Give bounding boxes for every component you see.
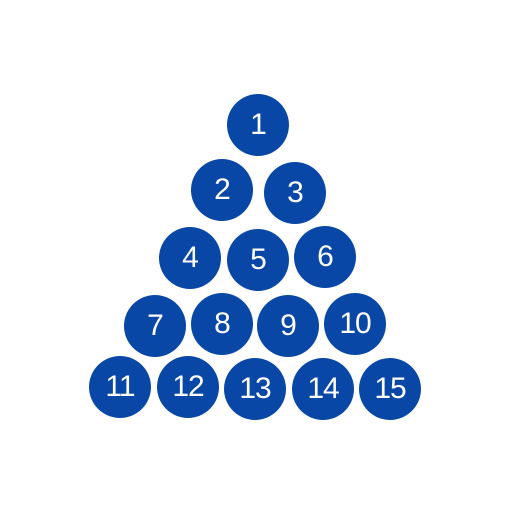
ball-6: 6 <box>294 226 356 288</box>
ball-number: 13 <box>239 372 271 405</box>
ball-number: 8 <box>214 307 231 340</box>
ball-15: 15 <box>359 358 421 420</box>
ball-number: 12 <box>172 370 204 403</box>
ball-9: 9 <box>257 295 319 357</box>
ball-number: 7 <box>147 309 164 342</box>
ball-number: 15 <box>374 372 406 405</box>
ball-2: 2 <box>191 159 253 221</box>
ball-number: 6 <box>317 240 334 273</box>
ball-13: 13 <box>224 358 286 420</box>
ball-number: 4 <box>182 241 199 274</box>
ball-4: 4 <box>159 227 221 289</box>
ball-number: 3 <box>287 176 304 209</box>
ball-1: 1 <box>227 94 289 156</box>
ball-8: 8 <box>191 293 253 355</box>
ball-3: 3 <box>264 162 326 224</box>
ball-10: 10 <box>324 293 386 355</box>
ball-14: 14 <box>292 358 354 420</box>
ball-number: 1 <box>250 108 267 141</box>
ball-12: 12 <box>157 356 219 418</box>
ball-number: 14 <box>307 372 339 405</box>
ball-number: 9 <box>280 309 297 342</box>
ball-number: 2 <box>214 173 231 206</box>
ball-11: 11 <box>89 356 151 418</box>
ball-number: 11 <box>105 370 135 403</box>
ball-number: 5 <box>250 243 267 276</box>
ball-5: 5 <box>227 229 289 291</box>
ball-number: 10 <box>339 307 371 340</box>
ball-7: 7 <box>124 295 186 357</box>
